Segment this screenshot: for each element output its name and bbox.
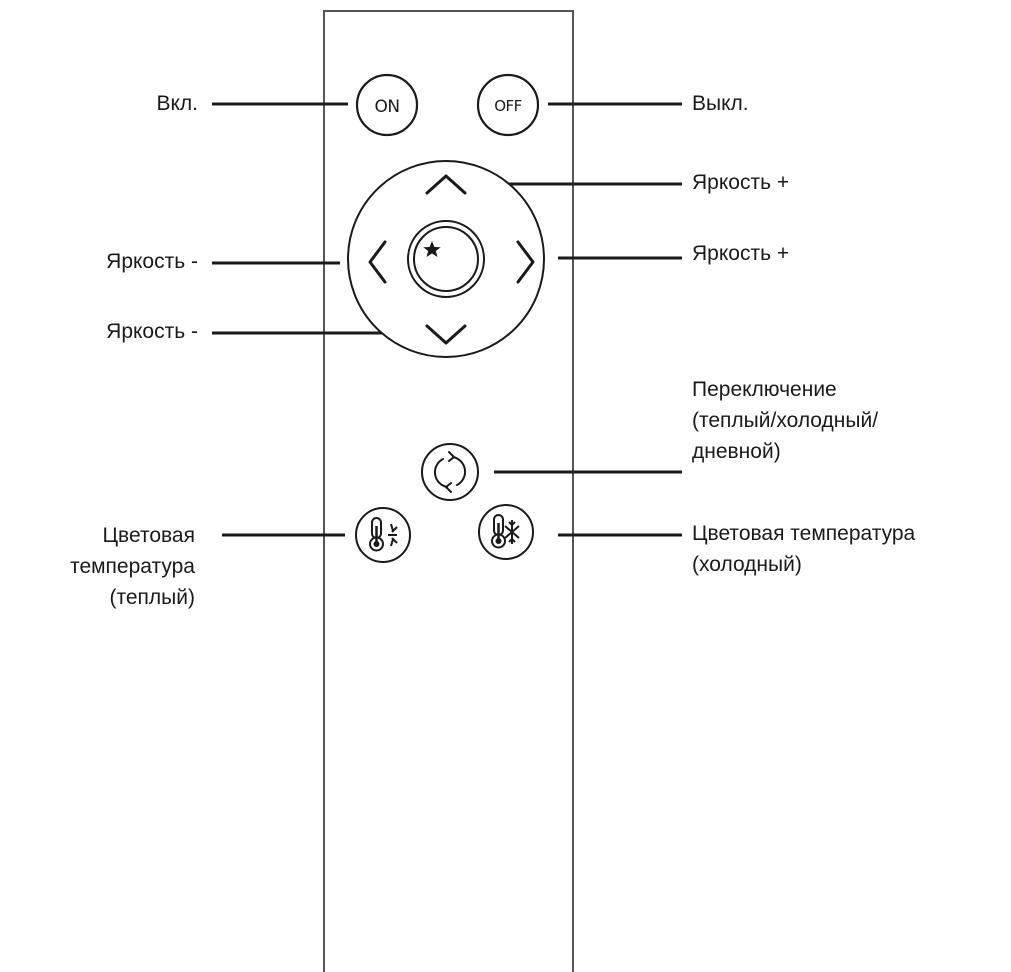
cold-temp-button[interactable] [478, 504, 534, 560]
label-brightness-up-right: Яркость + [692, 242, 790, 265]
brightness-right-button[interactable] [516, 240, 535, 284]
brightness-up-button[interactable] [425, 174, 467, 195]
night-mode-button[interactable] [407, 220, 485, 298]
chevron-left-icon [368, 240, 387, 284]
chevron-up-icon [425, 174, 467, 195]
brightness-down-button[interactable] [425, 324, 467, 345]
label-brightness-up-top: Яркость + [692, 171, 790, 194]
thermometer-sun-icon [369, 517, 398, 552]
label-brightness-down-bottom: Яркость - [106, 320, 198, 343]
label-cold-temp: Цветовая температура (холодный) [692, 522, 916, 576]
warm-temp-button[interactable] [355, 507, 411, 563]
off-button[interactable]: OFF [476, 73, 540, 137]
chevron-right-icon [516, 240, 535, 284]
on-button-label: ON [374, 97, 399, 117]
brightness-left-button[interactable] [368, 240, 387, 284]
chevron-down-icon [425, 324, 467, 345]
thermometer-snowflake-icon [491, 514, 520, 549]
leader-lines [212, 102, 682, 537]
label-on: Вкл. [156, 92, 198, 115]
switch-mode-button[interactable] [421, 443, 479, 501]
label-brightness-down-left: Яркость - [106, 250, 198, 273]
label-off: Выкл. [692, 92, 749, 115]
moon-star-icon [423, 234, 473, 284]
label-switch-mode: Переключение (теплый/холодный/ дневной) [692, 378, 879, 463]
on-button[interactable]: ON [355, 73, 419, 137]
label-warm-temp: Цветовая температура (теплый) [70, 524, 195, 609]
remote-body [323, 10, 574, 972]
off-button-label: OFF [494, 97, 522, 115]
cycle-arrows-icon [433, 451, 467, 493]
